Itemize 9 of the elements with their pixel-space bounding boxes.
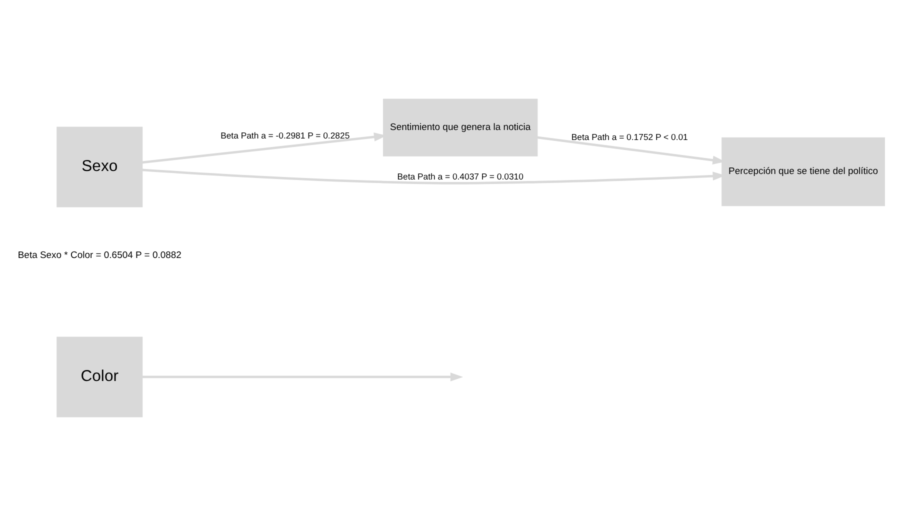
node-box: Sentimiento que genera la noticia xyxy=(383,98,538,156)
arrow xyxy=(142,372,464,381)
edge-label: Beta Path a = 0.1752 P < 0.01 xyxy=(571,132,688,142)
node-box: Sexo xyxy=(56,126,143,207)
edge-label: Beta Path a = -0.2981 P = 0.2825 xyxy=(220,130,350,140)
label: Beta Sexo * Color = 0.6504 P = 0.0882 xyxy=(18,249,182,260)
node-box: Percepción que se tiene del político xyxy=(722,136,885,206)
node-box: Color xyxy=(56,336,143,417)
edge-label: Beta Path a = 0.4037 P = 0.0310 xyxy=(397,171,524,182)
